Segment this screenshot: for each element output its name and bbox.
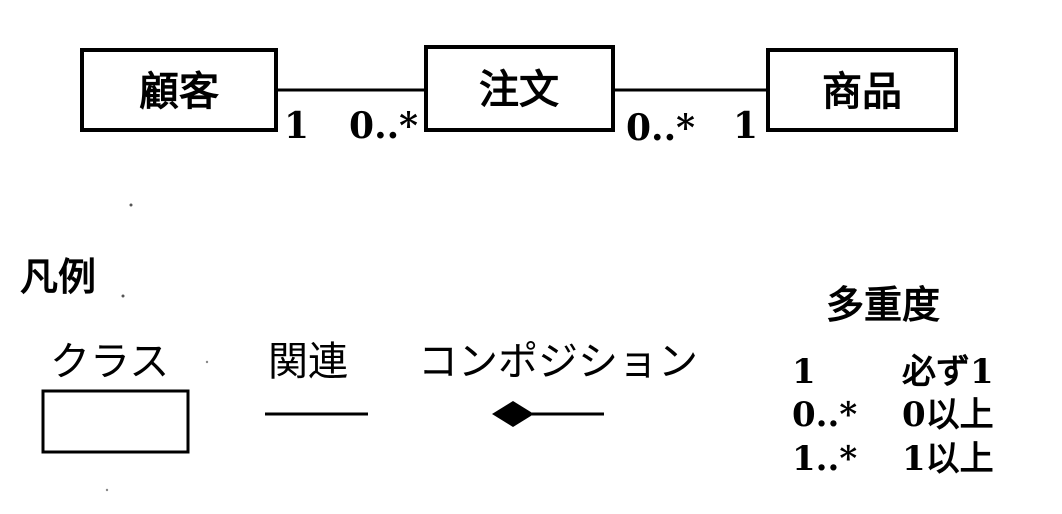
legend-association-label: 関連	[268, 339, 348, 385]
scan-speck	[205, 360, 209, 364]
class-order: 注文	[424, 45, 615, 132]
legend-title: 凡例	[20, 255, 96, 299]
scan-speck	[121, 294, 125, 298]
class-box	[766, 48, 958, 132]
legend-composition: コンポジション	[418, 339, 698, 427]
multiplicity-order-side-left: 0..*	[349, 105, 418, 147]
class-name: 顧客	[139, 69, 219, 115]
multiplicity-meaning: 必ず1	[902, 352, 994, 392]
class-box	[80, 48, 278, 132]
class-name: 注文	[479, 67, 559, 113]
multiplicity-symbol: 1..*	[792, 439, 857, 479]
class-box	[424, 45, 615, 132]
legend-multiplicity-title: 多重度	[826, 283, 940, 327]
multiplicity-order-side-right: 0..*	[626, 107, 695, 149]
multiplicity-product-side: 1	[733, 105, 758, 147]
legend-class-box	[41, 389, 190, 454]
class-name: 商品	[822, 69, 902, 115]
scan-speck	[105, 488, 109, 492]
multiplicity-customer-side: 1	[284, 105, 309, 147]
multiplicity-meaning: 0以上	[902, 395, 994, 435]
legend-class: クラス	[41, 339, 190, 454]
class-customer: 顧客	[80, 48, 278, 132]
legend-class-label: クラス	[50, 339, 169, 385]
composition-diamond-icon	[492, 401, 534, 427]
multiplicity-symbol: 0..*	[792, 395, 857, 435]
class-product: 商品	[766, 48, 958, 132]
scan-speck	[129, 203, 133, 207]
legend-association: 関連	[265, 339, 368, 416]
multiplicity-symbol: 1	[792, 352, 816, 392]
multiplicity-meaning: 1以上	[902, 439, 994, 479]
legend-multiplicity: 多重度 1 必ず1 0..* 0以上 1..* 1以上	[792, 283, 994, 479]
legend-composition-label: コンポジション	[418, 339, 698, 385]
